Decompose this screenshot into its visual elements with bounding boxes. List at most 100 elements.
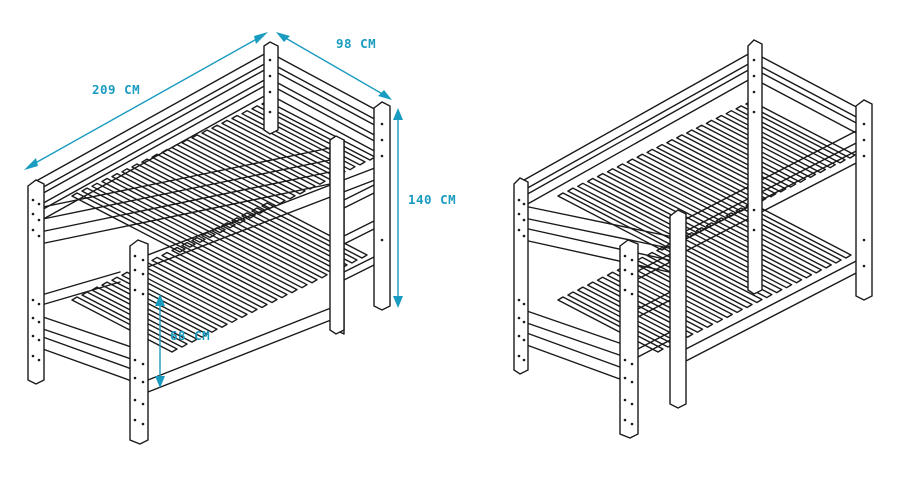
lower-slat-right	[646, 251, 753, 309]
dowel-dot	[133, 418, 137, 422]
height-label: 140 CM	[408, 192, 456, 207]
upper-slat	[151, 153, 266, 214]
lower-slat-right	[715, 217, 823, 274]
lower-slat-right	[735, 207, 842, 264]
upper-slat	[211, 124, 326, 185]
dowel-dot-right	[522, 338, 526, 342]
dowel-dot-right	[517, 316, 521, 320]
dowel-dot	[268, 74, 272, 78]
lower-slat	[91, 286, 198, 343]
dowel-dot	[31, 316, 35, 320]
dowel-dot-right	[752, 110, 756, 114]
dowel-dot	[37, 302, 41, 306]
upper-slat-right	[656, 143, 767, 203]
lower-slat	[211, 227, 318, 284]
lower-front-rails	[39, 305, 337, 393]
lower-slats-right	[557, 202, 852, 353]
clearance-label: 68 CM	[170, 328, 210, 343]
dowel-dot	[37, 202, 41, 206]
posts	[27, 41, 391, 445]
upper-slat	[251, 105, 366, 166]
dowel-dot-right	[862, 122, 866, 126]
dowel-dot-right	[623, 288, 627, 292]
dowel-dot-right	[862, 154, 866, 158]
width-label: 98 CM	[336, 36, 376, 51]
lower-slat	[121, 271, 228, 328]
dimension-clearance: 68 CM	[155, 294, 210, 388]
upper-slat	[191, 134, 306, 195]
dowel-dot	[133, 254, 137, 258]
upper-slat	[231, 114, 346, 176]
dowel-dot-right	[752, 90, 756, 94]
dowel-dot	[133, 268, 137, 272]
upper-slat-right	[666, 139, 777, 198]
dowel-dot-right	[630, 292, 634, 296]
dowel-dot-right	[752, 208, 756, 212]
dowel-dot	[133, 376, 137, 380]
lower-slat	[161, 251, 268, 309]
lower-slat	[241, 212, 348, 269]
length-label: 209 CM	[92, 82, 140, 97]
upper-slat-right	[646, 148, 757, 208]
upper-slat	[161, 148, 276, 210]
dowel-dot	[31, 212, 35, 216]
dowel-dot	[268, 90, 272, 94]
dowel-dot-right	[623, 254, 627, 258]
dowel-dot	[141, 362, 145, 366]
dowel-dot	[141, 380, 145, 384]
dowel-dot	[31, 298, 35, 302]
upper-slat-right	[676, 134, 787, 193]
dowel-dot	[141, 422, 145, 426]
upper-slat	[201, 129, 316, 190]
dimension-width: 98 CM	[276, 32, 392, 100]
dowel-dot-right	[862, 238, 866, 242]
lower-slat	[101, 281, 208, 338]
dowel-dot	[37, 358, 41, 362]
upper-slat-right	[586, 177, 698, 237]
dowel-dot	[141, 272, 145, 276]
dowel-dot-right	[623, 418, 627, 422]
dowel-dot-right	[522, 202, 526, 206]
lower-slat	[111, 276, 218, 333]
dowel-dot-right	[522, 234, 526, 238]
dowel-dot	[380, 154, 384, 158]
upper-slat-right	[567, 187, 678, 246]
upper-slat	[101, 177, 216, 239]
lower-slat-right	[685, 231, 793, 289]
dowel-dot-right	[862, 138, 866, 142]
upper-slat-right	[705, 119, 817, 179]
dowel-dot	[37, 320, 41, 324]
dowel-dot	[31, 198, 35, 202]
lower-slats	[71, 202, 368, 353]
dowel-dot	[31, 334, 35, 338]
upper-slat	[131, 163, 246, 224]
lower-slat-right	[676, 236, 783, 294]
upper-slat	[71, 192, 186, 253]
dowel-dot	[380, 122, 384, 126]
bunk-bed-plain-view	[513, 39, 873, 439]
lower-slat	[251, 207, 358, 264]
dowel-dot-right	[623, 358, 627, 362]
dowel-dot	[141, 258, 145, 262]
lower-slat	[181, 241, 288, 299]
dowel-dot-right	[752, 74, 756, 78]
post-dowels	[31, 58, 384, 426]
dowel-dot	[380, 138, 384, 142]
dowel-dot-right	[630, 380, 634, 384]
dowel-dot	[37, 234, 41, 238]
lower-slat-right	[656, 246, 763, 304]
upper-slat-right	[606, 168, 718, 227]
dowel-dot	[268, 110, 272, 114]
lower-slat-right	[725, 212, 832, 269]
dimension-height: 140 CM	[393, 108, 456, 308]
dowel-dot	[133, 288, 137, 292]
lower-slat	[261, 202, 368, 259]
dowel-dot-right	[517, 212, 521, 216]
lower-slat-right	[586, 281, 694, 338]
dowel-dot-right	[517, 228, 521, 232]
lower-slat-right	[596, 276, 704, 333]
dowel-dot-right	[522, 218, 526, 222]
dowel-dot-right	[752, 228, 756, 232]
dowel-dot-right	[862, 264, 866, 268]
